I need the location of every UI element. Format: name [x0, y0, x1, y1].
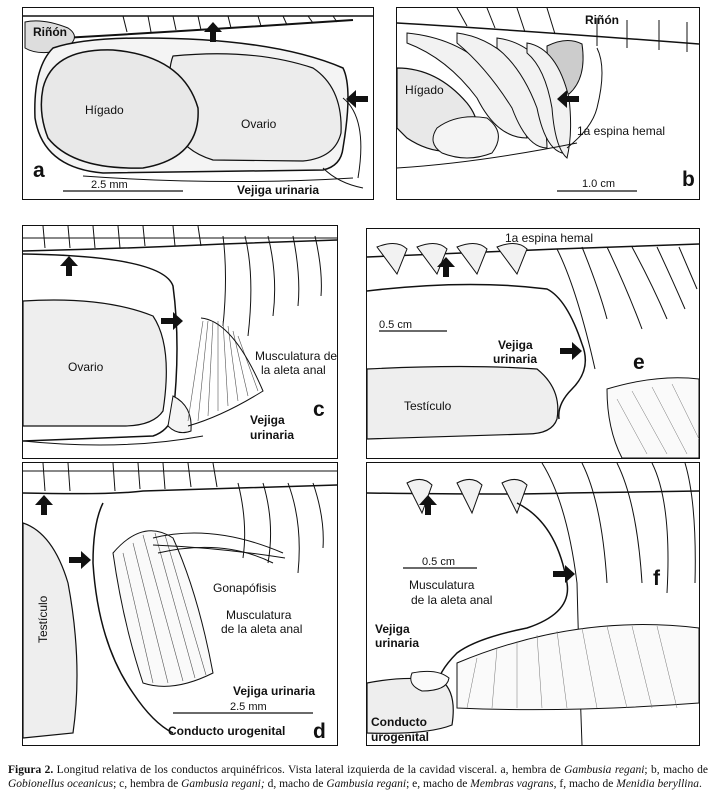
panel-b-drawing [397, 8, 699, 192]
label-vejiga-2: urinaria [250, 428, 295, 442]
label-espina: 1a espina hemal [577, 124, 666, 138]
label-ovario: Ovario [68, 360, 104, 374]
scale-label: 0.5 cm [379, 319, 413, 331]
caption-figure-number: Figura 2. [8, 764, 54, 776]
label-musculatura-1: Musculatura [409, 578, 475, 592]
label-vejiga: Vejiga urinaria [233, 684, 316, 698]
panel-e-drawing [367, 243, 699, 458]
arrow-icon [60, 256, 78, 276]
panel-letter: a [33, 159, 45, 182]
caption-species: Gobionellus oceanicus [8, 778, 114, 791]
caption-species: Membras vagrans [470, 778, 554, 791]
caption-species: Menidia beryllina [616, 778, 699, 791]
label-vejiga-2: urinaria [375, 636, 420, 650]
arrow-icon [437, 257, 455, 277]
caption-species: Gambusia regani [564, 764, 645, 776]
label-espina: 1a espina hemal [505, 231, 594, 245]
label-musculatura-2: de la aleta anal [411, 593, 493, 607]
caption-text: Longitud relativa de los conductos arqui… [53, 764, 565, 776]
label-testiculo: Testículo [36, 595, 50, 643]
panel-letter: b [682, 168, 695, 191]
arrow-icon [560, 342, 582, 360]
caption-species: Gambusia regani [326, 778, 407, 791]
panel-letter: c [313, 398, 325, 421]
scale-label: 0.5 cm [422, 556, 456, 568]
arrow-icon [346, 90, 368, 108]
label-vejiga-1: Vejiga [250, 413, 285, 427]
panel-d-drawing [23, 463, 337, 739]
panel-c-drawing [23, 226, 337, 446]
label-vejiga-2: urinaria [493, 352, 538, 366]
panel-e: 1a espina hemal 0.5 cm Vejiga urinaria T… [366, 228, 700, 459]
arrow-icon [553, 565, 575, 583]
caption-text: d, macho de [264, 778, 327, 791]
label-gonapofisis: Gonapófisis [213, 581, 277, 595]
label-vejiga: Vejiga urinaria [237, 183, 320, 197]
panel-letter: d [313, 720, 326, 743]
caption-text: . [698, 778, 702, 791]
arrow-icon [204, 22, 222, 42]
label-testiculo: Testículo [404, 399, 452, 413]
panel-letter: e [633, 351, 645, 374]
panel-letter: f [653, 567, 660, 590]
label-higado: Hígado [85, 103, 124, 117]
label-higado: Hígado [405, 83, 444, 97]
panel-a-drawing [23, 15, 373, 192]
caption-text: , f, macho de [553, 778, 617, 791]
arrow-icon [35, 495, 53, 515]
label-musculatura-2: de la aleta anal [221, 622, 303, 636]
scale-label: 1.0 cm [582, 178, 616, 190]
arrow-icon [69, 551, 91, 569]
label-conducto-1: Conducto [371, 715, 427, 729]
arrow-icon [419, 495, 437, 515]
caption-text: ; c, hembra de [113, 778, 182, 791]
panel-f-drawing [367, 463, 699, 745]
label-vejiga-1: Vejiga [375, 622, 410, 636]
label-ovario: Ovario [241, 117, 277, 131]
panel-d: Testículo Gonapófisis Musculatura de la … [22, 462, 338, 746]
caption-text: ; e, macho de [406, 778, 471, 791]
arrow-icon [557, 90, 579, 108]
scale-label: 2.5 mm [230, 701, 267, 713]
figure-caption: Figura 2. Longitud relativa de los condu… [8, 763, 708, 792]
label-vejiga-1: Vejiga [498, 338, 533, 352]
label-conducto-2: urogenital [371, 730, 430, 744]
label-conducto: Conducto urogenital [168, 724, 286, 738]
scale-label: 2.5 mm [91, 179, 128, 191]
label-rinon: Riñón [585, 13, 619, 27]
panel-f: 0.5 cm Musculatura de la aleta anal Veji… [366, 462, 700, 746]
panel-a: Riñón Hígado Ovario Vejiga urinaria 2.5 … [22, 7, 374, 200]
label-musculatura-1: Musculatura [226, 608, 292, 622]
panel-c: Ovario Musculatura de la aleta anal Veji… [22, 225, 338, 459]
panel-b: Riñón Hígado 1a espina hemal 1.0 cm b [396, 7, 700, 200]
label-rinon: Riñón [33, 25, 67, 39]
arrow-icon [161, 312, 183, 330]
label-musculatura-2: la aleta anal [261, 363, 326, 377]
label-musculatura-1: Musculatura de [255, 349, 338, 363]
caption-species: Gambusia regani; [181, 778, 265, 791]
caption-text: ; b, macho de [644, 764, 708, 776]
